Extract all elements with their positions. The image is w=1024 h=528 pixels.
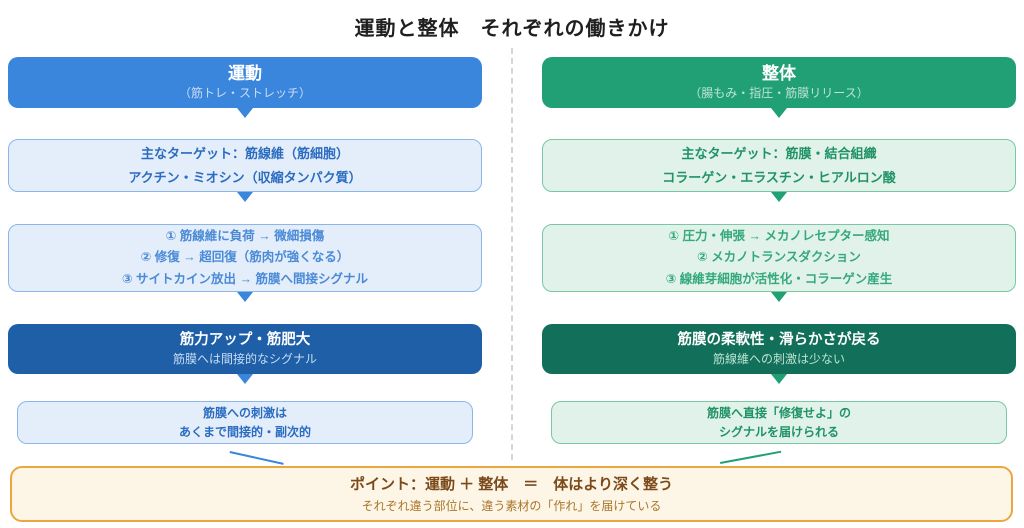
down-arrow-icon bbox=[237, 374, 253, 384]
down-arrow-icon bbox=[237, 108, 253, 118]
seitai-note-line-2: シグナルを届けられる bbox=[718, 424, 839, 439]
down-arrow-icon bbox=[771, 292, 787, 302]
seitai-result-title: 筋膜の柔軟性・滑らかさが戻る bbox=[677, 331, 881, 348]
point-summary-title: ポイント：運動 ＋ 整体 ＝ 体はより深く整う bbox=[349, 475, 674, 493]
down-arrow-icon bbox=[237, 292, 253, 302]
seitai-target-box: 主なターゲット：筋膜・結合組織 コラーゲン・エラスチン・ヒアルロン酸 bbox=[542, 139, 1016, 192]
exercise-result-box: 筋力アップ・筋肥大 筋膜へは間接的なシグナル bbox=[8, 324, 482, 374]
exercise-process-step-1: ① 筋線維に負荷 → 微細損傷 bbox=[165, 228, 325, 243]
point-summary-box: ポイント：運動 ＋ 整体 ＝ 体はより深く整う それぞれ違う部位に、違う素材の「… bbox=[10, 466, 1013, 522]
exercise-result-title: 筋力アップ・筋肥大 bbox=[179, 331, 311, 348]
seitai-note-box: 筋膜へ直接「修復せよ」の シグナルを届けられる bbox=[551, 401, 1007, 444]
seitai-result-subtitle: 筋線維への刺激は少ない bbox=[712, 352, 845, 367]
exercise-note-box: 筋膜への刺激は あくまで間接的・副次的 bbox=[17, 401, 473, 444]
seitai-note-line-1: 筋膜へ直接「修復せよ」の bbox=[706, 405, 851, 420]
exercise-process-step-3: ③ サイトカイン放出 → 筋膜へ間接シグナル bbox=[121, 271, 368, 286]
down-arrow-icon bbox=[771, 374, 787, 384]
seitai-column: 整体 （腸もみ・指圧・筋膜リリース） 主なターゲット：筋膜・結合組織 コラーゲン… bbox=[542, 57, 1016, 444]
page-title: 運動と整体 それぞれの働きかけ bbox=[354, 18, 670, 40]
center-divider bbox=[511, 48, 513, 460]
exercise-note-line-2: あくまで間接的・副次的 bbox=[178, 424, 311, 439]
exercise-process-box: ① 筋線維に負荷 → 微細損傷 ② 修復 → 超回復（筋肉が強くなる） ③ サイ… bbox=[8, 224, 482, 292]
seitai-process-step-3: ③ 線維芽細胞が活性化・コラーゲン産生 bbox=[665, 271, 893, 286]
seitai-process-step-1: ① 圧力・伸張 → メカノレセプター感知 bbox=[668, 228, 890, 243]
exercise-to-point-connector-line bbox=[229, 451, 284, 465]
point-summary-subtitle: それぞれ違う部位に、違う素材の「作れ」を届けている bbox=[361, 498, 662, 513]
down-arrow-icon bbox=[771, 108, 787, 118]
seitai-target-line-2: コラーゲン・エラスチン・ヒアルロン酸 bbox=[662, 169, 896, 185]
exercise-process-step-2: ② 修復 → 超回復（筋肉が強くなる） bbox=[140, 250, 350, 265]
seitai-header-subtitle: （腸もみ・指圧・筋膜リリース） bbox=[689, 85, 869, 100]
exercise-note-line-1: 筋膜への刺激は bbox=[202, 405, 287, 420]
exercise-header-title: 運動 bbox=[228, 64, 262, 84]
seitai-target-line-1: 主なターゲット：筋膜・結合組織 bbox=[681, 146, 877, 162]
down-arrow-icon bbox=[771, 192, 787, 202]
seitai-to-point-connector-line bbox=[720, 450, 782, 464]
seitai-header-title: 整体 bbox=[762, 64, 796, 84]
exercise-target-line-2: アクチン・ミオシン（収縮タンパク質） bbox=[128, 169, 362, 185]
exercise-result-subtitle: 筋膜へは間接的なシグナル bbox=[172, 352, 317, 367]
down-arrow-icon bbox=[237, 192, 253, 202]
exercise-target-line-1: 主なターゲット：筋線維（筋細胞） bbox=[140, 146, 349, 162]
seitai-process-box: ① 圧力・伸張 → メカノレセプター感知 ② メカノトランスダクション ③ 線維… bbox=[542, 224, 1016, 292]
seitai-process-step-2: ② メカノトランスダクション bbox=[697, 250, 861, 265]
exercise-target-box: 主なターゲット：筋線維（筋細胞） アクチン・ミオシン（収縮タンパク質） bbox=[8, 139, 482, 192]
exercise-header-subtitle: （筋トレ・ストレッチ） bbox=[178, 85, 311, 100]
exercise-header-box: 運動 （筋トレ・ストレッチ） bbox=[8, 57, 482, 108]
exercise-column: 運動 （筋トレ・ストレッチ） 主なターゲット：筋線維（筋細胞） アクチン・ミオシ… bbox=[8, 57, 482, 444]
seitai-result-box: 筋膜の柔軟性・滑らかさが戻る 筋線維への刺激は少ない bbox=[542, 324, 1016, 374]
seitai-header-box: 整体 （腸もみ・指圧・筋膜リリース） bbox=[542, 57, 1016, 108]
